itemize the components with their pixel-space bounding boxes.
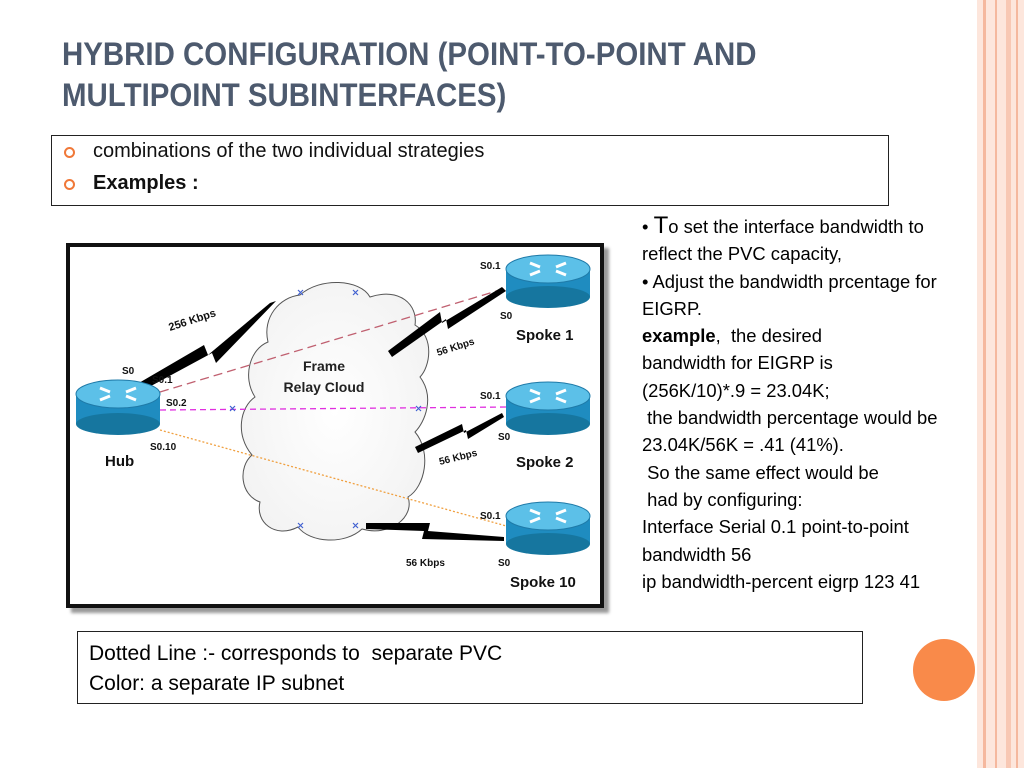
legend-box: Dotted Line :- corresponds to separate P… [77,631,863,704]
hub-router-icon [75,379,161,435]
spoke1-router-icon [505,254,591,308]
explanation-line: reflect the PVC capacity, [642,243,842,265]
legend-line-2: Color: a separate IP subnet [89,672,345,695]
explanation-text-span: o set the interface bandwidth to [668,216,924,237]
decorative-stripe [1016,0,1018,768]
explanation-line: bandwidth 56 [642,543,752,565]
spoke1-sub-label: S0.1 [480,261,501,272]
explanation-line: • To set the interface bandwidth to [642,212,924,239]
title-line-2: MULTIPOINT SUBINTERFACES) [62,77,507,113]
spoke2-port-label: S0 [498,432,511,443]
cloud-label-line1: Frame [303,358,345,374]
bullet-item-bold: Examples : [93,172,199,194]
bullet-ring-icon [64,179,75,190]
bullet-ring-icon [64,147,75,158]
spoke1-serial-link [388,287,506,357]
hub-label: Hub [105,453,134,470]
cloud-label-line2: Relay Cloud [284,379,365,395]
spoke10-serial-link [366,523,504,541]
spoke10-label: Spoke 10 [510,574,576,591]
explanation-line: (256K/10)*.9 = 23.04K; [642,379,830,401]
frame-relay-cloud: Frame Relay Cloud [240,282,430,541]
explanation-text-span: , the desired [715,325,822,347]
drop-cap: T [653,212,669,239]
spoke2-sub-label: S0.1 [480,391,501,402]
explanation-line: EIGRP. [642,297,702,319]
explanation-line: ip bandwidth-percent eigrp 123 41 [642,570,921,592]
bullet-item: combinations of the two individual strat… [93,140,485,162]
pvc-line-spoke2 [159,406,511,411]
slide-title: HYBRID CONFIGURATION (POINT-TO-POINT AND… [62,34,872,116]
spoke1-label: Spoke 1 [516,327,574,344]
spoke10-port-label: S0 [498,558,511,569]
decorative-stripe [983,0,986,768]
spoke10-sub-label: S0.1 [480,511,501,522]
pvc-line-spoke1 [159,286,511,393]
bullet-list-box: combinations of the two individual strat… [51,135,889,206]
spoke10-router-icon [505,501,591,555]
hub-s01-label: S0.1 [152,375,173,386]
explanation-line: Interface Serial 0.1 point-to-point [642,516,909,538]
example-label: example [642,325,716,347]
title-line-1: HYBRID CONFIGURATION (POINT-TO-POINT AND [62,36,757,72]
hub-link-speed: 256 Kbps [167,307,217,334]
explanation-text: • To set the interface bandwidth to refl… [642,212,1017,595]
legend-line-1: Dotted Line :- corresponds to separate P… [89,642,503,665]
hub-s0-label: S0 [122,366,135,377]
explanation-line: example, the desired [642,322,1017,349]
hub-s010-label: S0.10 [150,442,177,453]
explanation-line: 23.04K/56K = .41 (41%). [642,434,844,456]
spoke10-link-speed: 56 Kbps [406,558,445,569]
decorative-stripe [995,0,997,768]
pvc-line-spoke10 [159,429,511,528]
spoke2-link-speed: 56 Kbps [438,448,479,468]
cloud-entry-markers [229,289,422,529]
hub-s02-label: S0.2 [166,398,187,409]
explanation-line: bandwidth for EIGRP is [642,352,833,374]
explanation-line: had by configuring: [642,488,803,510]
decorative-stripe [1006,0,1011,768]
decorative-orange-circle [913,639,975,701]
spoke1-port-label: S0 [500,311,513,322]
spoke2-label: Spoke 2 [516,454,574,471]
explanation-line: • Adjust the bandwidth prcentage for [642,270,937,292]
spoke2-router-icon [505,381,591,435]
hub-serial-link [132,301,276,393]
spoke2-serial-link [415,413,504,453]
frame-relay-diagram: Frame Relay Cloud Hub S0 S0.1 S0.2 S0.10 [66,243,604,608]
spoke1-link-speed: 56 Kbps [436,336,477,359]
explanation-line: So the same effect would be [642,461,879,483]
explanation-line: the bandwidth percentage would be [642,407,938,429]
